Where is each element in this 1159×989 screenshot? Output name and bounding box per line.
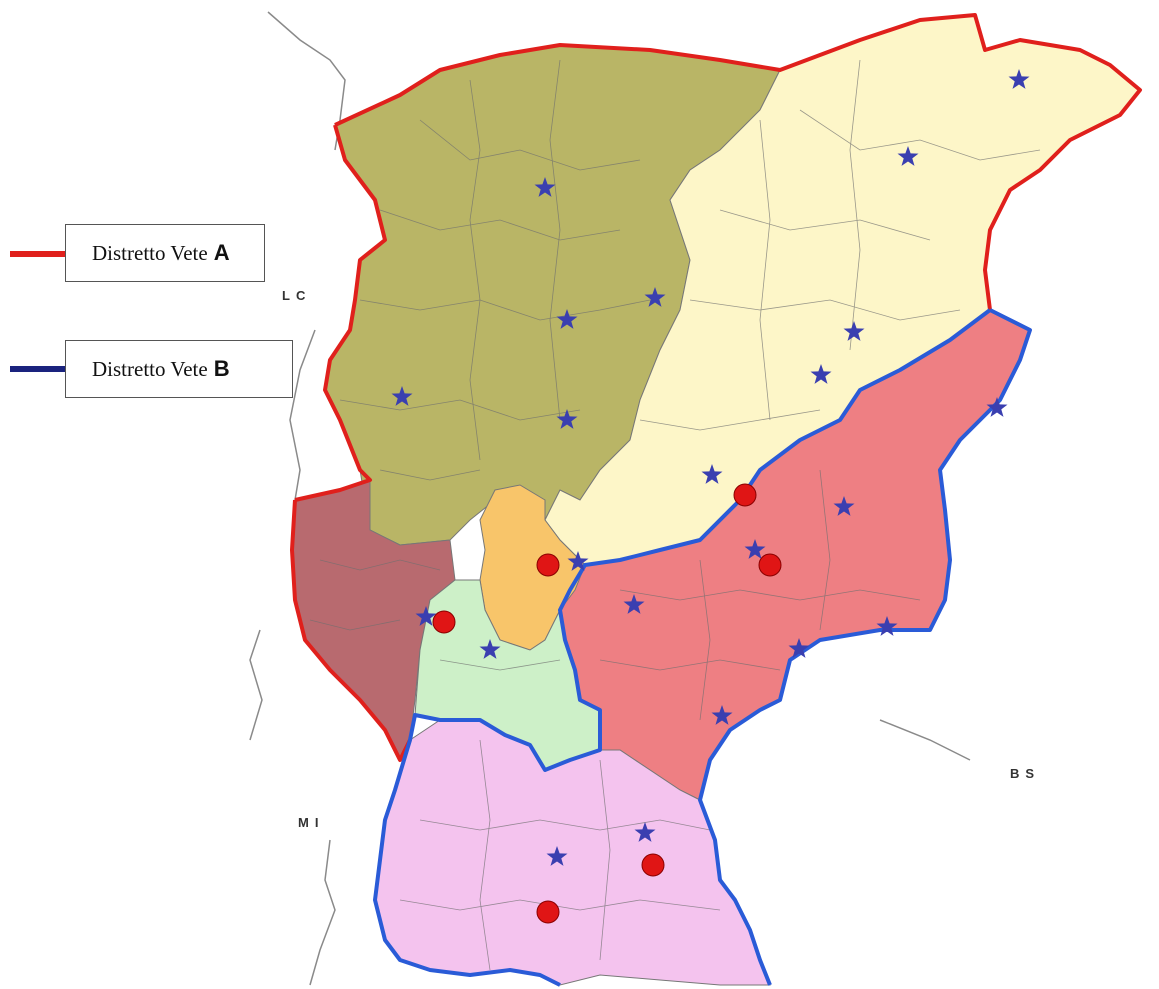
star-icon (391, 386, 413, 406)
star-icon (788, 638, 810, 658)
stations (391, 69, 1030, 866)
star-icon (556, 309, 578, 329)
district-a-outline (290, 13, 1142, 762)
star-icon (876, 616, 898, 636)
star-icon (623, 594, 645, 614)
star-icon (810, 364, 832, 384)
legend-district-a-label: Distretto Vete (92, 240, 208, 265)
star-icon (556, 409, 578, 429)
legend-line-a (10, 251, 66, 257)
star-icon (534, 177, 556, 197)
municipal-borders (309, 59, 1041, 971)
red-dot-icon (758, 553, 782, 577)
legend-district-b: Distretto Vete B (65, 340, 293, 398)
star-icon (1008, 69, 1030, 89)
star-icon (833, 496, 855, 516)
star-icon (701, 464, 723, 484)
offices (432, 483, 782, 924)
red-dot-icon (432, 610, 456, 634)
legend-district-b-label: Distretto Vete (92, 356, 208, 381)
star-icon (415, 606, 437, 626)
district-b-outline (373, 308, 1032, 987)
star-icon (634, 822, 656, 842)
star-icon (986, 397, 1008, 417)
star-icon (711, 705, 733, 725)
star-icon (744, 539, 766, 559)
province-label-mi: MI (298, 815, 325, 830)
star-icon (479, 639, 501, 659)
star-icon (567, 551, 589, 571)
legend-district-a-letter: A (213, 240, 230, 265)
star-icon (897, 146, 919, 166)
star-icon (546, 846, 568, 866)
legend-line-b (10, 366, 66, 372)
province-label-lc: LC (282, 288, 312, 303)
red-dot-icon (641, 853, 665, 877)
star-icon (843, 321, 865, 341)
legend-district-a: Distretto Vete A (65, 224, 265, 282)
red-dot-icon (536, 553, 560, 577)
star-icon (644, 287, 666, 307)
legend-district-b-letter: B (213, 356, 230, 381)
red-dot-icon (536, 900, 560, 924)
province-label-bs: BS (1010, 766, 1041, 781)
red-dot-icon (733, 483, 757, 507)
